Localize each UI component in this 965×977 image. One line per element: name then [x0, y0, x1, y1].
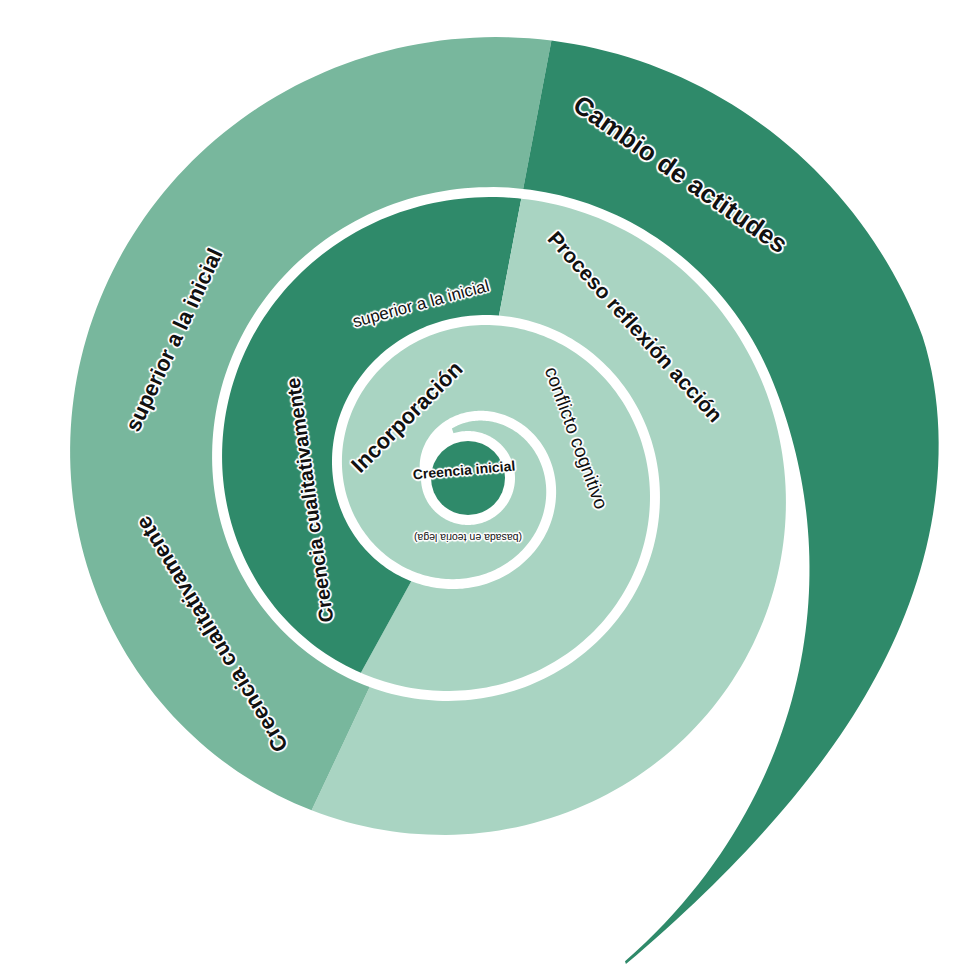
band-label: Creencia cualitativamente: [130, 511, 293, 756]
band-label: conflicto cognitivo: [540, 364, 612, 512]
band-label: (basada en teoria lega): [414, 532, 522, 544]
band-label: Creencia inicial: [412, 458, 516, 483]
spiral-segment: [70, 37, 551, 810]
spiral-segment: [312, 199, 786, 835]
band-label: superior a la inicial: [120, 244, 228, 435]
center-dot-shape: [431, 441, 505, 515]
band-label: superior a la inicial: [351, 276, 492, 332]
band-label: Proceso reflexión acción: [543, 227, 728, 428]
spiral-segment: [523, 41, 938, 964]
band-label: Incorporación: [346, 356, 468, 478]
spiral-segment: [342, 325, 650, 691]
spiral-segment: [222, 197, 521, 673]
band-label: Creencia cualitativamente: [281, 376, 338, 624]
band-label: Cambio de actitudes: [567, 90, 793, 260]
